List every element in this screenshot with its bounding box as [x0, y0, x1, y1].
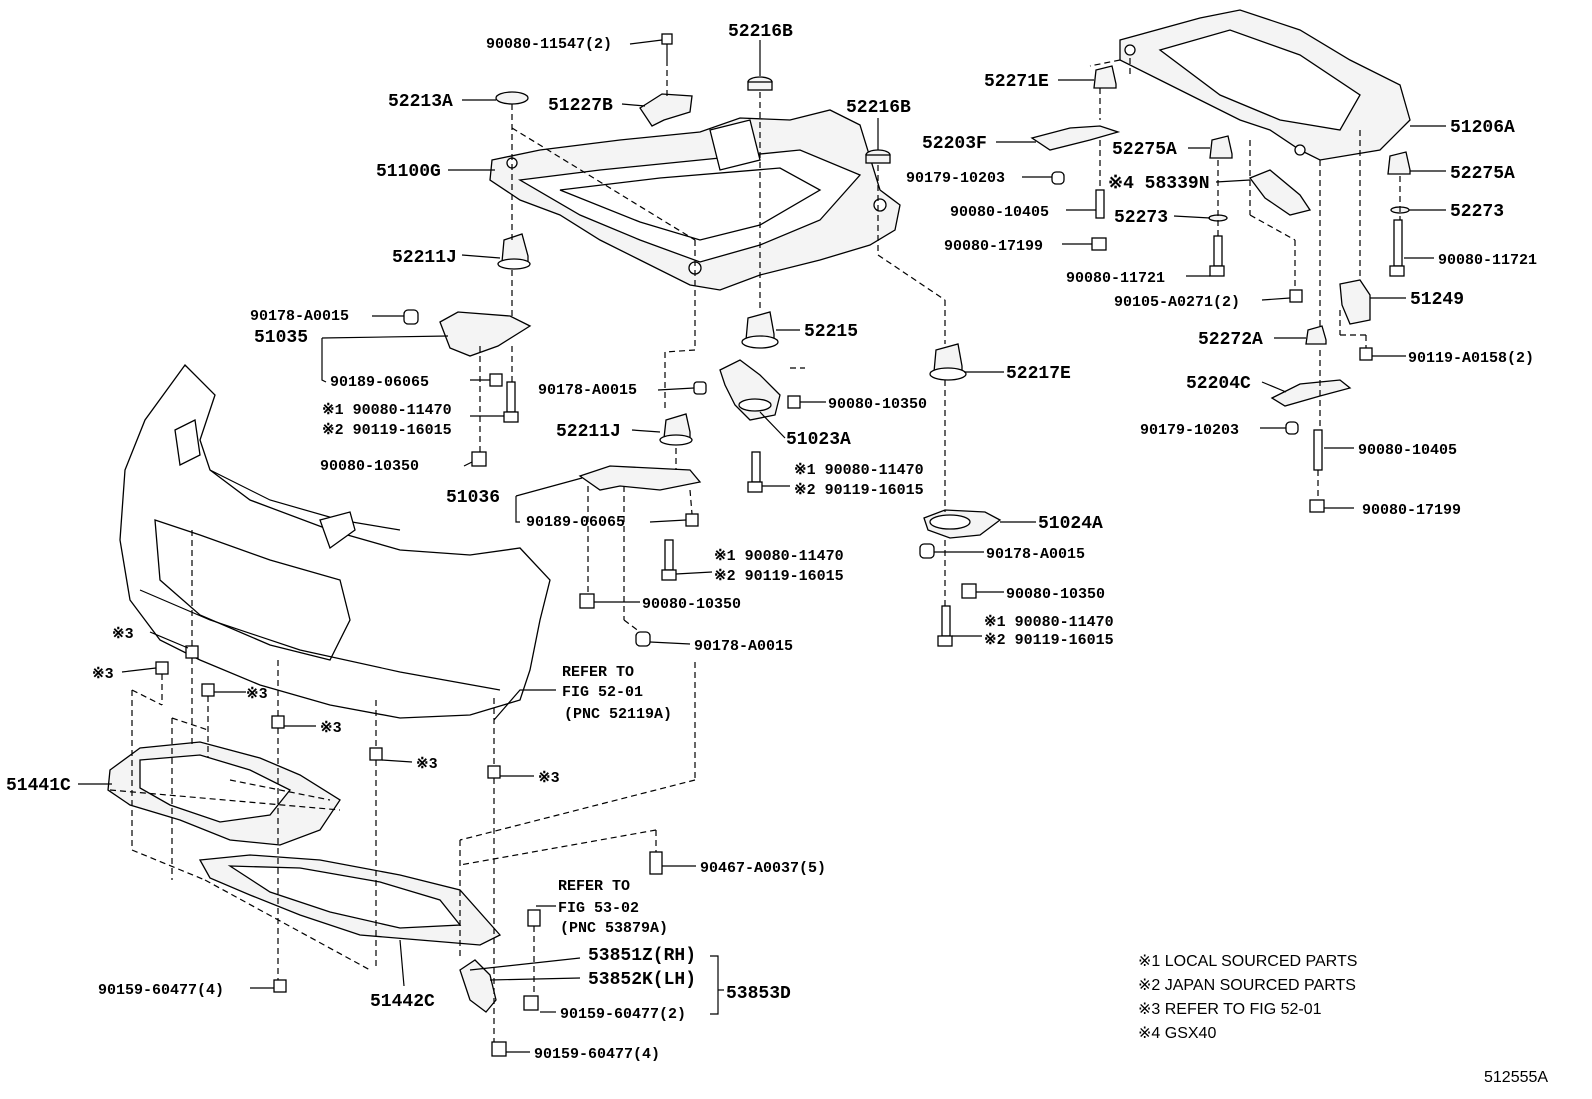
label-52275a-b: 52275A [1450, 164, 1515, 184]
label-52273-a: 52273 [1114, 208, 1168, 228]
legend-local-sourced: ※1 LOCAL SOURCED PARTS [1138, 953, 1357, 970]
label-s3-c: ※3 [246, 686, 268, 703]
leader-lines [78, 39, 1446, 1053]
legend-refer-fig: ※3 REFER TO FIG 52-01 [1138, 1001, 1322, 1018]
legend: ※1 LOCAL SOURCED PARTS ※2 JAPAN SOURCED … [1138, 953, 1357, 1042]
label-90080-10405-a: 90080-10405 [950, 204, 1049, 221]
label-s1-90080-11470-c: ※1 90080-11470 [714, 548, 844, 565]
rear-crossmember-51206a [1119, 9, 1411, 161]
label-refer-53-02-line3: (PNC 53879A) [560, 920, 668, 937]
label-s1-90080-11470-b: ※1 90080-11470 [794, 462, 924, 479]
label-90189-06065-a: 90189-06065 [330, 374, 429, 391]
label-52211j-b: 52211J [556, 422, 621, 442]
label-s4-58339n: ※4 58339N [1108, 174, 1210, 194]
front-crossmember-51100g [489, 109, 901, 291]
label-53852k: 53852K(LH) [588, 970, 696, 990]
label-53853d: 53853D [726, 984, 791, 1004]
label-90119-a0158: 90119-A0158(2) [1408, 350, 1534, 367]
label-51024a: 51024A [1038, 514, 1103, 534]
label-90178-a0015-b: 90178-A0015 [538, 382, 637, 399]
label-s1-90080-11470-a: ※1 90080-11470 [322, 402, 452, 419]
label-90159-60477-c: 90159-60477(4) [98, 982, 224, 999]
label-52275a-a: 52275A [1112, 140, 1177, 160]
label-90159-60477-b: 90159-60477(4) [534, 1046, 660, 1063]
label-90179-10203-a: 90179-10203 [906, 170, 1005, 187]
legend-gsx40: ※4 GSX40 [1138, 1025, 1216, 1042]
label-51227b: 51227B [548, 96, 613, 116]
label-refer-52-01-line1: REFER TO [562, 664, 634, 681]
label-s3-f: ※3 [538, 770, 560, 787]
label-52272a: 52272A [1198, 330, 1263, 350]
engine-under-cover-51441c [107, 741, 341, 846]
label-90189-06065-b: 90189-06065 [526, 514, 625, 531]
label-refer-53-02-line1: REFER TO [558, 878, 630, 895]
label-52215: 52215 [804, 322, 858, 342]
label-90178-a0015-c: 90178-A0015 [694, 638, 793, 655]
label-90080-17199-a: 90080-17199 [944, 238, 1043, 255]
label-90080-11721-b: 90080-11721 [1438, 252, 1537, 269]
label-52273-b: 52273 [1450, 202, 1504, 222]
alignment-dashed-lines [109, 58, 1401, 1042]
label-90080-17199-b: 90080-17199 [1362, 502, 1461, 519]
label-refer-52-01-line2: FIG 52-01 [562, 684, 643, 701]
label-s2-90119-16015-d: ※2 90119-16015 [984, 632, 1114, 649]
label-52271e: 52271E [984, 72, 1049, 92]
label-90080-10350-c: 90080-10350 [642, 596, 741, 613]
label-90080-10405-b: 90080-10405 [1358, 442, 1457, 459]
front-bumper [119, 364, 551, 719]
label-refer-53-02-line2: FIG 53-02 [558, 900, 639, 917]
engine-under-cover-51442c [198, 854, 502, 946]
label-52203f: 52203F [922, 134, 987, 154]
label-s2-90119-16015-c: ※2 90119-16015 [714, 568, 844, 585]
label-90178-a0015-d: 90178-A0015 [986, 546, 1085, 563]
figure-id: 512555A [1484, 1069, 1548, 1086]
brackets [439, 93, 1371, 1013]
label-51249: 51249 [1410, 290, 1464, 310]
label-s3-b: ※3 [92, 666, 114, 683]
label-51036: 51036 [446, 488, 500, 508]
fasteners [155, 33, 1405, 1057]
label-51442c: 51442C [370, 992, 435, 1012]
label-51441c: 51441C [6, 776, 71, 796]
label-s2-90119-16015-a: ※2 90119-16015 [322, 422, 452, 439]
label-s1-90080-11470-d: ※1 90080-11470 [984, 614, 1114, 631]
label-90080-11547: 90080-11547(2) [486, 36, 612, 53]
label-s2-90119-16015-b: ※2 90119-16015 [794, 482, 924, 499]
part-labels: 90080-11547(2) 52216B 52213A 51227B 5221… [6, 22, 1537, 1063]
label-52216b-mid: 52216B [846, 98, 911, 118]
label-refer-52-01-line3: (PNC 52119A) [564, 706, 672, 723]
label-51206a: 51206A [1450, 118, 1515, 138]
label-52211j-a: 52211J [392, 248, 457, 268]
label-53851z: 53851Z(RH) [588, 946, 696, 966]
label-90080-10350-b: 90080-10350 [828, 396, 927, 413]
label-90179-10203-b: 90179-10203 [1140, 422, 1239, 439]
label-52217e: 52217E [1006, 364, 1071, 384]
label-90080-10350-a: 90080-10350 [320, 458, 419, 475]
legend-japan-sourced: ※2 JAPAN SOURCED PARTS [1138, 977, 1356, 994]
label-90159-60477-a: 90159-60477(2) [560, 1006, 686, 1023]
label-52213a: 52213A [388, 92, 453, 112]
label-s3-d: ※3 [320, 720, 342, 737]
label-90080-11721-a: 90080-11721 [1066, 270, 1165, 287]
label-52204c: 52204C [1186, 374, 1251, 394]
label-90080-10350-d: 90080-10350 [1006, 586, 1105, 603]
label-90178-a0015-a: 90178-A0015 [250, 308, 349, 325]
label-s3-e: ※3 [416, 756, 438, 773]
label-51023a: 51023A [786, 430, 851, 450]
label-51100g: 51100G [376, 162, 441, 182]
label-51035: 51035 [254, 328, 308, 348]
label-90105-a0271: 90105-A0271(2) [1114, 294, 1240, 311]
bushings [495, 65, 1411, 446]
label-s3-a: ※3 [112, 626, 134, 643]
label-52216b-top: 52216B [728, 22, 793, 42]
label-90467-a0037: 90467-A0037(5) [700, 860, 826, 877]
